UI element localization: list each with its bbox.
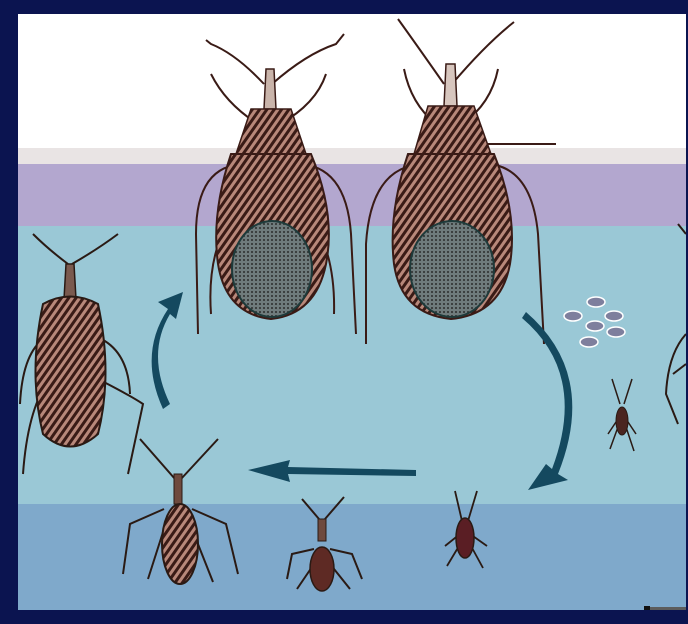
bug-1-head xyxy=(264,69,276,109)
arrow-left-up xyxy=(152,292,183,409)
bug-2-thorax xyxy=(414,106,491,154)
large-nymph-left xyxy=(20,234,143,474)
illustration-canvas xyxy=(18,14,686,610)
life-cycle-drawing xyxy=(18,14,686,610)
bug-2-head xyxy=(444,64,457,106)
large-nymph-bottom xyxy=(123,439,238,584)
scale-mark xyxy=(644,607,686,610)
bug-2-abdomen xyxy=(410,221,494,317)
cycle-arrows xyxy=(152,292,573,490)
eggs xyxy=(564,297,625,347)
arrow-right-down xyxy=(522,312,572,490)
partial-bug-right-edge xyxy=(666,224,686,424)
arrow-bottom-left xyxy=(248,460,416,482)
bug-1-abdomen xyxy=(232,221,312,317)
small-nymph-1 xyxy=(608,379,636,451)
adult-bug-2 xyxy=(366,19,556,344)
medium-nymph xyxy=(287,497,362,591)
adult-bug-1 xyxy=(196,34,356,334)
small-nymph-2 xyxy=(445,491,487,568)
